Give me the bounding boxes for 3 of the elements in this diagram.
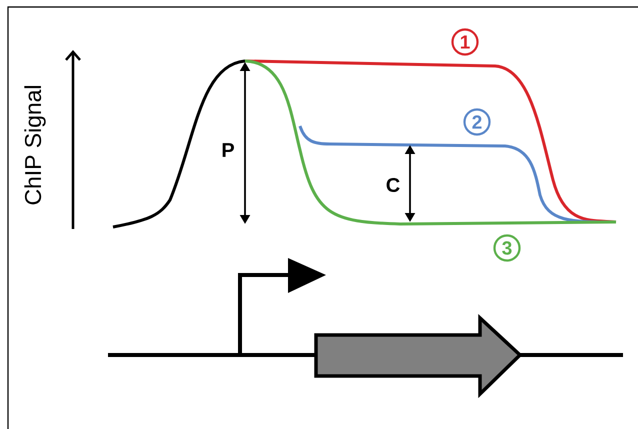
axis-label: ChIP Signal bbox=[24, 86, 46, 204]
dimension-label: C bbox=[386, 178, 400, 192]
dimension-label: P bbox=[222, 143, 234, 157]
